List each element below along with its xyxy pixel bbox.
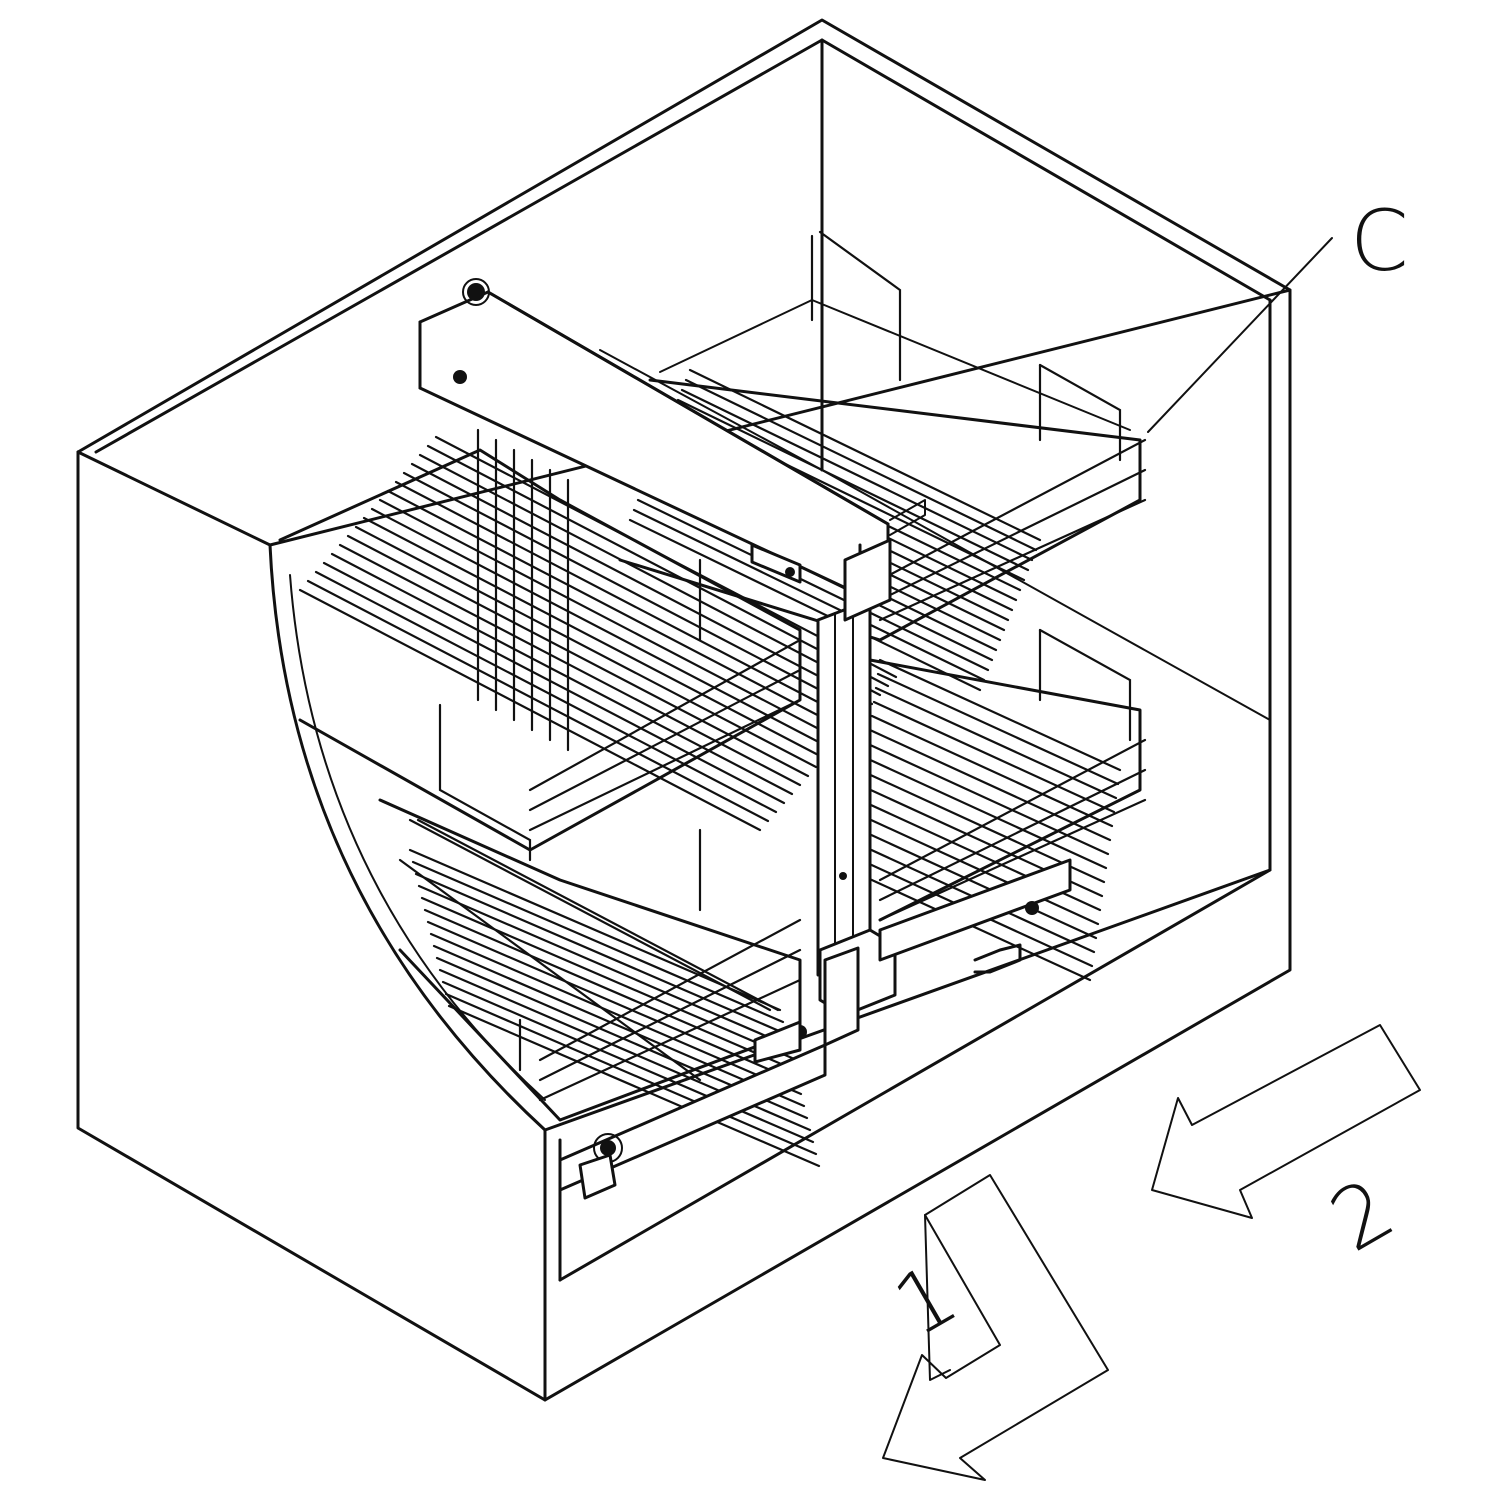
basket-wire <box>414 872 788 1036</box>
cabinet <box>76 18 1292 1402</box>
basket-wire <box>856 812 1100 926</box>
basket-wire <box>298 588 762 832</box>
basket-wire <box>854 826 1098 940</box>
basket-wire <box>346 534 810 778</box>
basket-wire <box>676 398 1030 572</box>
callout-leader <box>1147 237 1333 433</box>
arrow-1-shape <box>882 1174 1109 1481</box>
basket-wire <box>688 368 1042 542</box>
basket-wire <box>447 1004 821 1168</box>
basket-wire <box>394 480 858 724</box>
basket-wire <box>411 860 785 1024</box>
basket-wire <box>864 756 1108 870</box>
basket-wire <box>420 896 794 1060</box>
basket-wire <box>426 920 800 1084</box>
callout-c: C <box>1147 192 1409 433</box>
basket-wire <box>444 992 818 1156</box>
cabinet-back-floor <box>599 349 1271 721</box>
basket-wire <box>410 462 874 706</box>
basket-wire <box>378 498 842 742</box>
basket-wire <box>370 507 834 751</box>
cabinet-floor-edge <box>543 868 1272 1132</box>
basket-wire <box>874 686 1118 800</box>
basket-wire <box>441 980 815 1144</box>
basket-wire <box>876 672 1120 786</box>
basket-wire <box>872 700 1116 814</box>
basket-front-upper <box>278 428 898 862</box>
basket-wire <box>354 525 818 769</box>
basket-wire <box>416 818 780 1012</box>
basket-wire <box>423 908 797 1072</box>
basket-wire <box>870 714 1114 828</box>
basket-wire <box>684 378 1038 552</box>
basket-wire <box>417 884 791 1048</box>
left-panel-curve <box>268 543 547 1132</box>
basket-front-lower <box>378 798 821 1168</box>
basket-wire <box>402 471 866 715</box>
arrow-2: 2 <box>1151 1024 1421 1271</box>
arrow-2-label: 2 <box>1314 1159 1409 1271</box>
basket-wire <box>330 552 794 796</box>
basket-wire <box>322 561 786 805</box>
arrow-2-shape <box>1151 1024 1421 1219</box>
basket-wire <box>426 444 890 688</box>
basket-wire <box>429 932 803 1096</box>
basket-wire <box>398 858 702 1082</box>
cabinet-outline <box>76 18 1292 1402</box>
basket-wire <box>408 848 782 1012</box>
basket-wire <box>408 818 772 1012</box>
basket-wire <box>362 516 826 760</box>
basket-wire <box>314 570 778 814</box>
vertical-post <box>750 538 897 1047</box>
basket-wire <box>386 489 850 733</box>
basket-wire <box>632 508 986 682</box>
basket-wire <box>306 579 770 823</box>
arrow-1: 1 <box>878 1174 1109 1481</box>
bottom-rails <box>558 858 1072 1200</box>
basket-wire <box>628 518 982 692</box>
basket-wire <box>878 658 1122 772</box>
basket-wire <box>636 498 990 672</box>
basket-wire <box>338 543 802 787</box>
basket-wire <box>868 728 1112 842</box>
callout-label: C <box>1350 192 1409 290</box>
arrow-1-label: 1 <box>878 1244 973 1356</box>
basket-wire <box>866 742 1110 856</box>
